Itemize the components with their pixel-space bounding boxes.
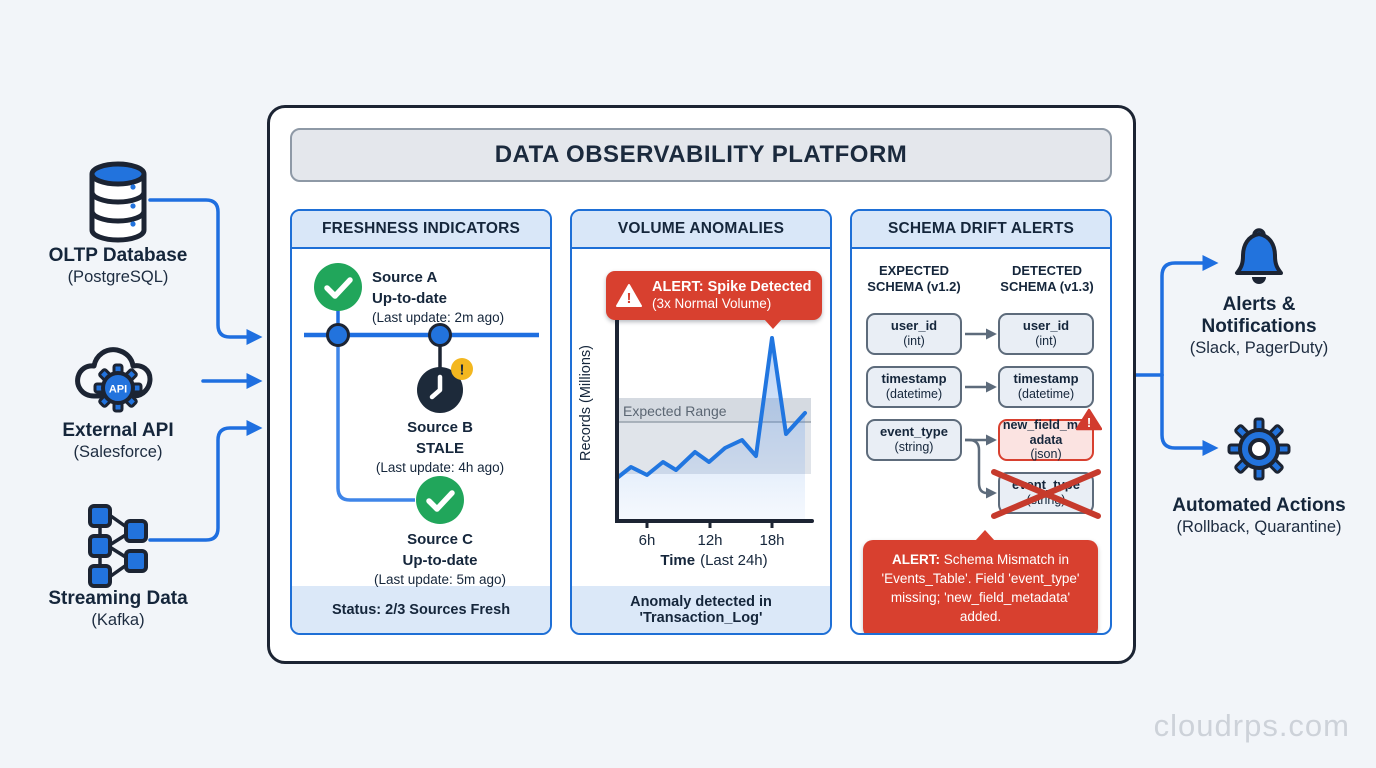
platform-box: DATA OBSERVABILITY PLATFORM FRESHNESS IN… <box>267 105 1136 664</box>
schema-arrows <box>965 328 997 499</box>
warning-badge <box>451 358 473 380</box>
panel-volume-title: VOLUME ANOMALIES <box>572 211 830 249</box>
branch-to-source-c <box>336 345 415 502</box>
panel-volume: VOLUME ANOMALIES Expected Range <box>570 209 832 635</box>
volume-line <box>615 336 807 480</box>
panel-schema: SCHEMA DRIFT ALERTS EXPECTED SCHEMA (v1.… <box>850 209 1112 635</box>
expected-schema-header: EXPECTED SCHEMA (v1.2) <box>867 263 961 295</box>
detected-field-user-id: user_id (int) <box>998 313 1094 355</box>
output-alerts: Alerts & Notifications (Slack, PagerDuty… <box>1184 294 1334 358</box>
freshness-timeline: ! <box>304 263 539 524</box>
source-api: External API (Salesforce) <box>18 420 218 462</box>
arrow-kafka-to-platform <box>148 419 263 542</box>
volume-status: Anomaly detected in 'Transaction_Log' <box>572 586 830 633</box>
expected-field-event-type: event_type (string) <box>866 419 962 461</box>
panel-volume-body: Expected Range 6h 12h 18h Time(Last 24h)… <box>572 249 830 586</box>
svg-text:!: ! <box>1087 415 1091 430</box>
detected-field-event-type-removed: event_type (string) <box>991 469 1101 519</box>
timeline-node-b <box>428 323 452 347</box>
timeline-node-a <box>326 323 350 347</box>
arrow-platform-to-actions <box>1160 373 1219 457</box>
tick-6h: 6h <box>639 532 656 549</box>
warning-triangle-icon: ! <box>616 283 642 307</box>
spike-alert-title: ALERT: Spike Detected <box>652 279 812 295</box>
panel-schema-body: EXPECTED SCHEMA (v1.2) DETECTED SCHEMA (… <box>852 249 1110 633</box>
watermark: cloudrps.com <box>1153 708 1350 743</box>
database-icon <box>89 161 147 243</box>
source-c-text: Source C Up-to-date (Last update: 5m ago… <box>373 531 507 587</box>
source-streaming: Streaming Data (Kafka) <box>18 588 218 630</box>
output-alerts-name: Alerts & Notifications <box>1201 294 1317 337</box>
removed-x-icon <box>991 469 1101 519</box>
spike-alert-sub: (3x Normal Volume) <box>652 296 772 312</box>
svg-text:!: ! <box>627 290 632 307</box>
panel-freshness: FRESHNESS INDICATORS ! <box>290 209 552 635</box>
volume-area-fill <box>617 338 805 520</box>
schema-mismatch-alert: ALERT: Schema Mismatch in 'Events_Table'… <box>863 530 1098 633</box>
expected-range-label: Expected Range <box>623 403 727 419</box>
schema-alert-text: Schema Mismatch in 'Events_Table'. Field… <box>881 552 1080 624</box>
api-gear: API <box>93 363 143 413</box>
source-streaming-name: Streaming Data <box>48 588 188 609</box>
tick-12h: 12h <box>697 532 722 549</box>
gear-icon <box>1227 417 1291 481</box>
source-a-text: Source A Up-to-date (Last update: 2m ago… <box>372 269 505 325</box>
expected-field-timestamp: timestamp (datetime) <box>866 366 962 408</box>
platform-title: DATA OBSERVABILITY PLATFORM <box>290 128 1112 182</box>
bell-icon <box>1235 228 1283 284</box>
expected-field-user-id: user_id (int) <box>866 313 962 355</box>
panel-schema-title: SCHEMA DRIFT ALERTS <box>852 211 1110 249</box>
output-actions-detail: (Rollback, Quarantine) <box>1176 517 1342 536</box>
panel-freshness-title: FRESHNESS INDICATORS <box>292 211 550 249</box>
svg-text:!: ! <box>460 362 465 379</box>
x-axis-label: Time(Last 24h) <box>660 552 767 569</box>
source-streaming-detail: (Kafka) <box>91 610 145 629</box>
spike-alert-bubble: ! ALERT: Spike Detected (3x Normal Volum… <box>606 271 822 329</box>
freshness-status: Status: 2/3 Sources Fresh <box>292 586 550 633</box>
svg-text:API: API <box>109 384 127 396</box>
source-b-text: Source B STALE (Last update: 4h ago) <box>375 419 505 475</box>
schema-warning-badge: ! <box>1076 408 1102 431</box>
check-icon-source-a <box>314 263 362 311</box>
arrow-oltp-to-platform <box>148 198 263 346</box>
output-alerts-detail: (Slack, PagerDuty) <box>1189 338 1329 357</box>
source-oltp: OLTP Database (PostgreSQL) <box>18 245 218 287</box>
stream-nodes-icon <box>88 504 148 588</box>
tick-18h: 18h <box>759 532 784 549</box>
detected-field-timestamp: timestamp (datetime) <box>998 366 1094 408</box>
source-api-detail: (Salesforce) <box>73 442 163 461</box>
panel-freshness-body: ! Source A Up-to-date (Last update: 2m a… <box>292 249 550 587</box>
cloud-api-icon: API <box>75 347 153 413</box>
check-icon-source-c <box>416 476 464 524</box>
output-actions-name: Automated Actions <box>1172 495 1346 516</box>
source-oltp-name: OLTP Database <box>48 245 188 266</box>
detected-schema-header: DETECTED SCHEMA (v1.3) <box>1000 263 1094 295</box>
schema-alert-label: ALERT: <box>891 552 940 567</box>
chart-axes <box>615 273 814 523</box>
y-axis-label: Records (Millions) <box>578 345 594 461</box>
source-api-name: External API <box>62 420 174 441</box>
output-actions: Automated Actions (Rollback, Quarantine) <box>1149 495 1369 537</box>
source-oltp-detail: (PostgreSQL) <box>67 267 169 286</box>
arrow-platform-to-alerts <box>1160 254 1219 377</box>
clock-icon-source-b: ! <box>417 358 473 413</box>
volume-chart: Expected Range 6h 12h 18h Time(Last 24h)… <box>578 273 814 569</box>
detected-field-new-field-metadata: new_field_metadata (json) ! <box>998 408 1102 461</box>
